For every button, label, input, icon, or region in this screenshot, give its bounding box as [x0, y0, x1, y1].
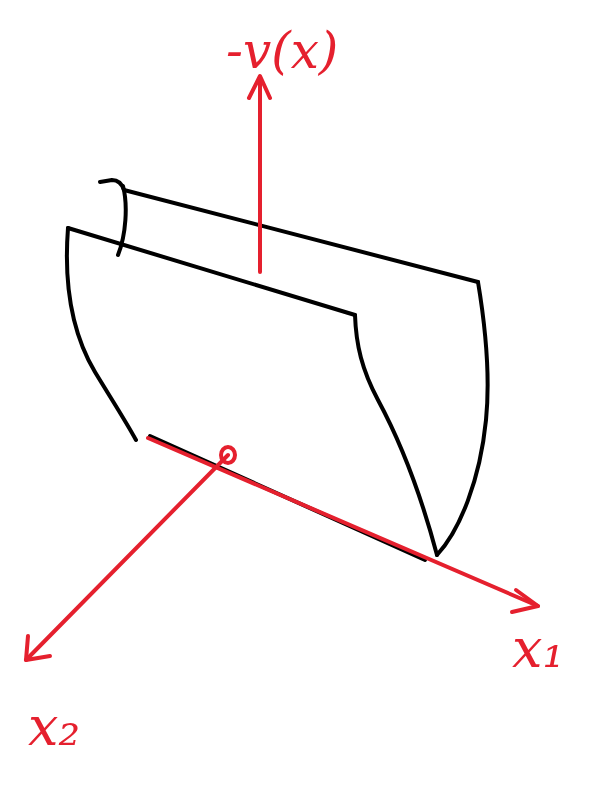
x2-axis — [26, 455, 228, 660]
x1-axis — [148, 438, 538, 606]
right-front-edge — [355, 315, 437, 555]
velocity-label: -v(x) — [226, 26, 338, 76]
left-edge — [67, 228, 136, 440]
arrow-head — [512, 590, 538, 612]
axis-label: x₁ — [512, 622, 564, 676]
axis-label: x₂ — [28, 700, 80, 754]
velocity-arrow — [258, 78, 262, 272]
front-top-edge — [68, 228, 355, 315]
right-back-edge — [437, 282, 488, 555]
back-top-edge — [100, 180, 478, 282]
arrow-head — [249, 76, 270, 98]
arrow-head — [26, 636, 50, 660]
origin-dot — [221, 447, 235, 463]
